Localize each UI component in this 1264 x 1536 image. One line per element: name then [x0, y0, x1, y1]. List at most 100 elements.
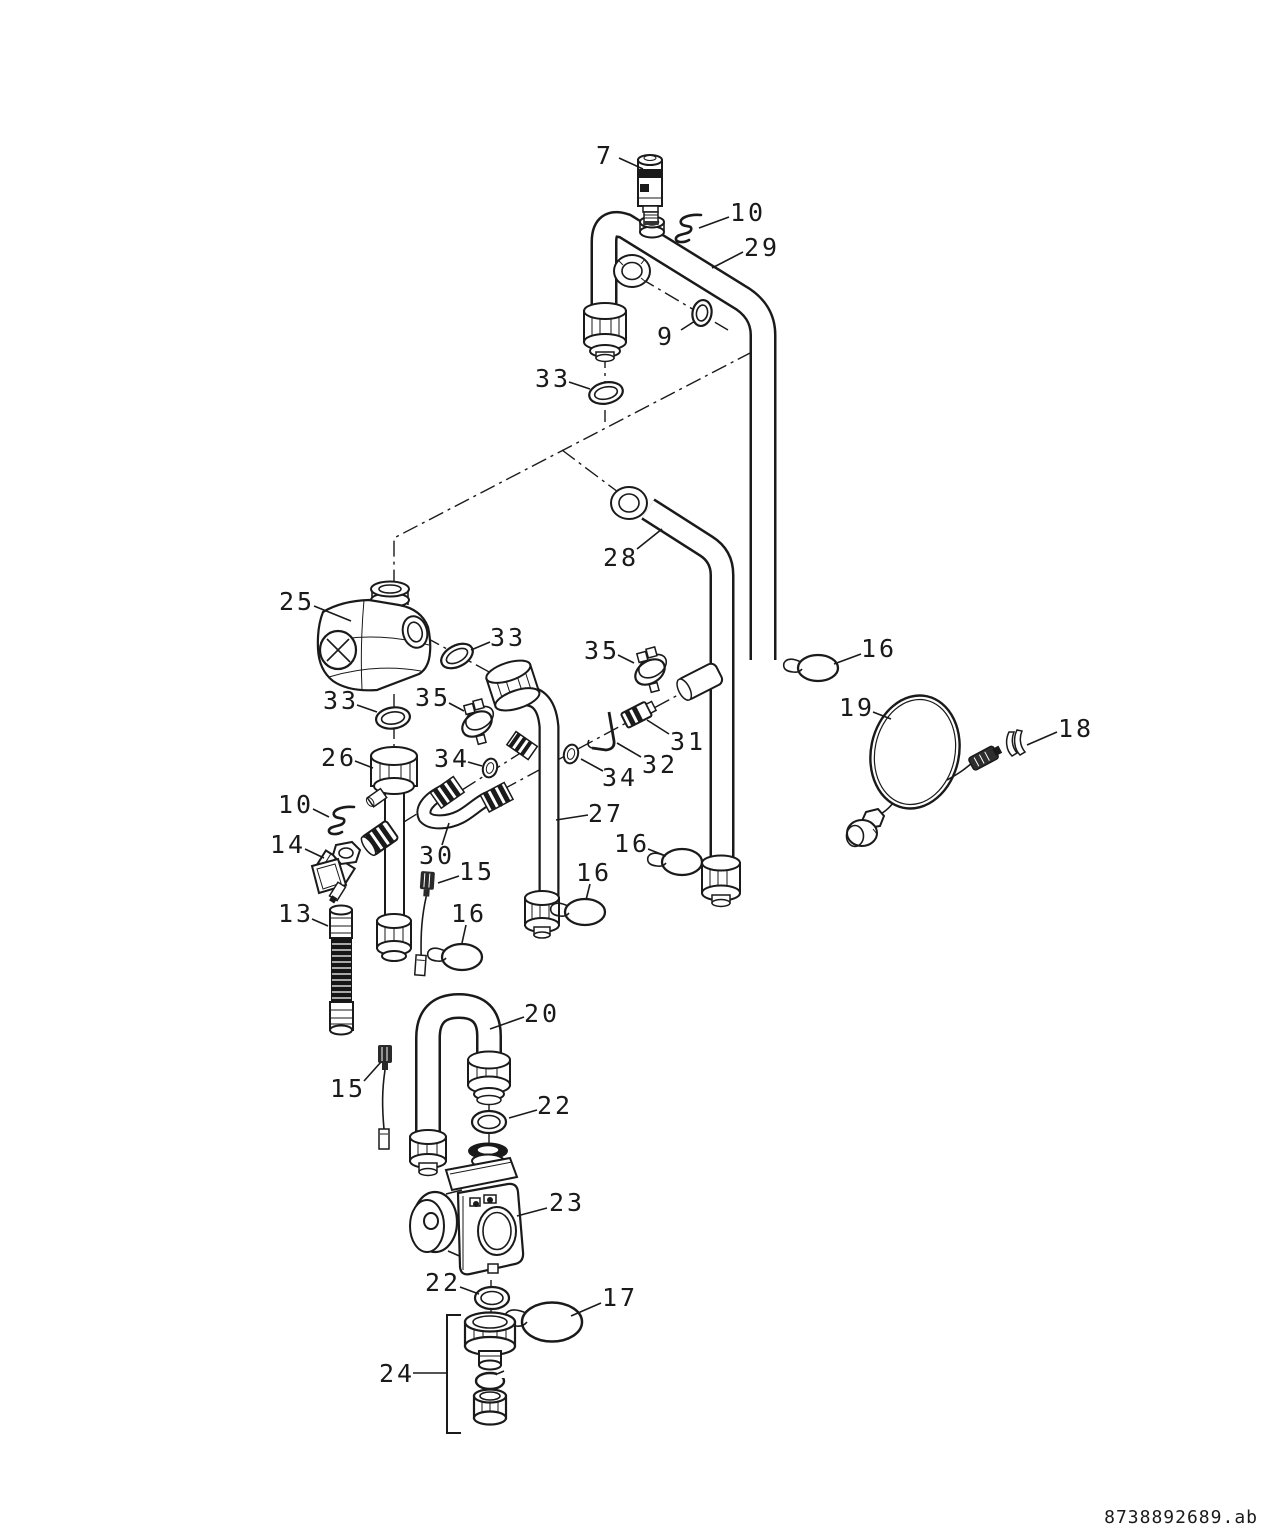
- callout-15-leader: [437, 875, 460, 884]
- gasket-22-b: [473, 1285, 511, 1311]
- callout-34: 34: [602, 763, 638, 792]
- callout-35-leader: [448, 702, 465, 712]
- callout-23-leader: [516, 1207, 548, 1217]
- callout-24-bracket: [446, 1314, 461, 1434]
- sensor-cable-19: [845, 694, 1003, 848]
- o-ring-9: [691, 298, 713, 328]
- callout-22-leader: [508, 1109, 538, 1119]
- callout-10-leader: [698, 216, 730, 229]
- callout-16-leader: [461, 924, 467, 944]
- callout-33: 33: [323, 686, 359, 715]
- flexible-hose-13: [329, 904, 354, 1036]
- pipe28-top-union-nut: [610, 486, 648, 520]
- callout-33: 33: [490, 623, 526, 652]
- cable-clip-18: [1005, 729, 1027, 757]
- callout-18: 18: [1058, 714, 1094, 743]
- callout-14: 14: [270, 830, 306, 859]
- callout-24: 24: [379, 1359, 415, 1388]
- callout-7: 7: [596, 141, 614, 170]
- callout-35: 35: [584, 636, 620, 665]
- callout-35-leader: [617, 654, 635, 664]
- o-ring-34-a: [479, 756, 501, 780]
- callout-15: 15: [459, 857, 495, 886]
- callout-17: 17: [602, 1283, 638, 1312]
- callout-34-leader: [467, 761, 483, 767]
- callout-10: 10: [730, 198, 766, 227]
- standpipe-26: [365, 746, 418, 962]
- valve-motor-knob: [318, 629, 358, 671]
- hose-clip-35-b: [624, 643, 677, 698]
- retaining-clip-10-b: [327, 805, 356, 836]
- callout-22: 22: [537, 1091, 573, 1120]
- callout-16-leader: [833, 653, 862, 665]
- callout-34-leader: [580, 758, 604, 772]
- pipe29-side-fitting: [613, 254, 651, 288]
- retaining-ring-16-d: [782, 653, 840, 683]
- gasket-22-a: [470, 1109, 508, 1135]
- pipe27-bottom-union-nut: [524, 890, 560, 939]
- hose-30: [360, 775, 515, 857]
- callout-20-leader: [489, 1016, 525, 1030]
- return-pipe-28: [610, 486, 741, 908]
- callout-29: 29: [744, 233, 780, 262]
- callout-16-leader: [647, 848, 667, 857]
- retaining-pin-32: [591, 711, 616, 752]
- callout-27-leader: [555, 814, 589, 821]
- supply-pipe-29: [590, 210, 777, 660]
- callout-9-leader: [680, 320, 696, 331]
- hose-coupling: [360, 820, 399, 857]
- callout-32: 32: [642, 750, 678, 779]
- callout-7-leader: [618, 157, 644, 170]
- callout-25: 25: [279, 587, 315, 616]
- callout-18-leader: [1026, 731, 1058, 746]
- retaining-clip-10-a: [674, 213, 703, 244]
- callout-31-leader: [646, 719, 670, 735]
- callout-13-leader: [311, 918, 329, 927]
- callout-19: 19: [839, 693, 875, 722]
- callout-20: 20: [524, 999, 560, 1028]
- callout-10-leader: [312, 808, 330, 818]
- callout-10: 10: [278, 790, 314, 819]
- sensor-sleeve: [676, 662, 724, 701]
- circulation-pump-23: [409, 1142, 525, 1276]
- connection-pipe-27: [485, 659, 560, 939]
- pipe20-bottom-union-nut: [409, 1129, 447, 1177]
- union-nut-small: [472, 1388, 508, 1426]
- snap-ring: [474, 1370, 509, 1391]
- pump-connection-set-24: [463, 1311, 517, 1426]
- callout-26: 26: [321, 743, 357, 772]
- pipe26-union-nut: [365, 746, 418, 808]
- o-ring-34-b: [560, 742, 582, 766]
- callout-33-leader: [470, 641, 491, 651]
- callout-28: 28: [603, 543, 639, 572]
- pipe26-bottom-union-nut: [376, 913, 412, 962]
- callout-15: 15: [330, 1074, 366, 1103]
- temperature-sensor-15-b: [377, 1044, 393, 1150]
- diverter-valve-25: [316, 580, 432, 692]
- callout-34: 34: [434, 744, 470, 773]
- pipe20-union-nut: [467, 1050, 511, 1106]
- cable-connector: [968, 745, 1003, 771]
- callout-22: 22: [425, 1268, 461, 1297]
- retaining-ring-16-a: [426, 942, 484, 972]
- callout-25-leader: [313, 605, 352, 622]
- callout-13: 13: [278, 899, 314, 928]
- callout-15-leader: [363, 1061, 382, 1082]
- union-nut-large: [463, 1311, 517, 1371]
- callout-28-leader: [636, 528, 663, 550]
- callout-29-leader: [711, 251, 744, 269]
- callout-17-leader: [570, 1302, 602, 1317]
- pump-pipe-20: [409, 992, 511, 1177]
- callout-16: 16: [614, 829, 650, 858]
- callout-9: 9: [657, 322, 675, 351]
- gasket-33-c: [373, 704, 413, 732]
- callout-16-leader: [585, 883, 591, 901]
- callout-16: 16: [451, 899, 487, 928]
- callout-31: 31: [670, 727, 706, 756]
- pipe29-union-nut: [583, 302, 627, 363]
- flow-sensor-31: [620, 700, 658, 729]
- callout-30-leader: [441, 822, 450, 846]
- callout-16: 16: [576, 858, 612, 887]
